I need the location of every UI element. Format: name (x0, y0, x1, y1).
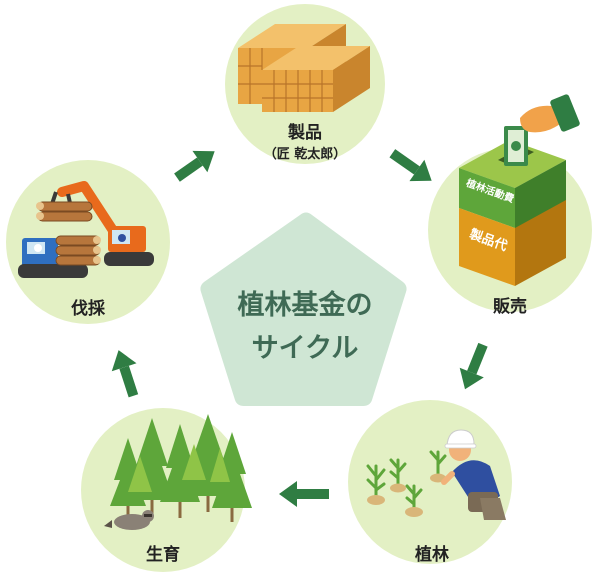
arrow-product-to-sales (389, 149, 432, 182)
arrow-planting-to-growth (279, 481, 329, 507)
planting-label: 植林 (415, 544, 449, 565)
arrow-growth-to-harvest (111, 350, 139, 398)
center-title-line1: 植林基金の (238, 289, 373, 321)
planting-person-icon (366, 429, 506, 520)
arrow-harvest-to-product (174, 150, 215, 182)
raccoon-dog-icon (104, 510, 154, 530)
arrow-sales-to-planting (459, 342, 488, 390)
center-pentagon (200, 212, 407, 406)
forest-icon (110, 414, 252, 522)
product-sublabel: （匠 乾太郎） (264, 146, 347, 162)
growth-label: 生育 (146, 544, 180, 565)
center-title-line2: サイクル (252, 333, 359, 364)
sales-label: 販売 (493, 296, 527, 317)
lumber-stack-icon (238, 24, 370, 112)
product-label: 製品 (287, 122, 322, 143)
harvest-label: 伐採 (71, 298, 106, 319)
logging-machinery-icon (18, 181, 154, 278)
donation-box-icon (459, 94, 580, 286)
